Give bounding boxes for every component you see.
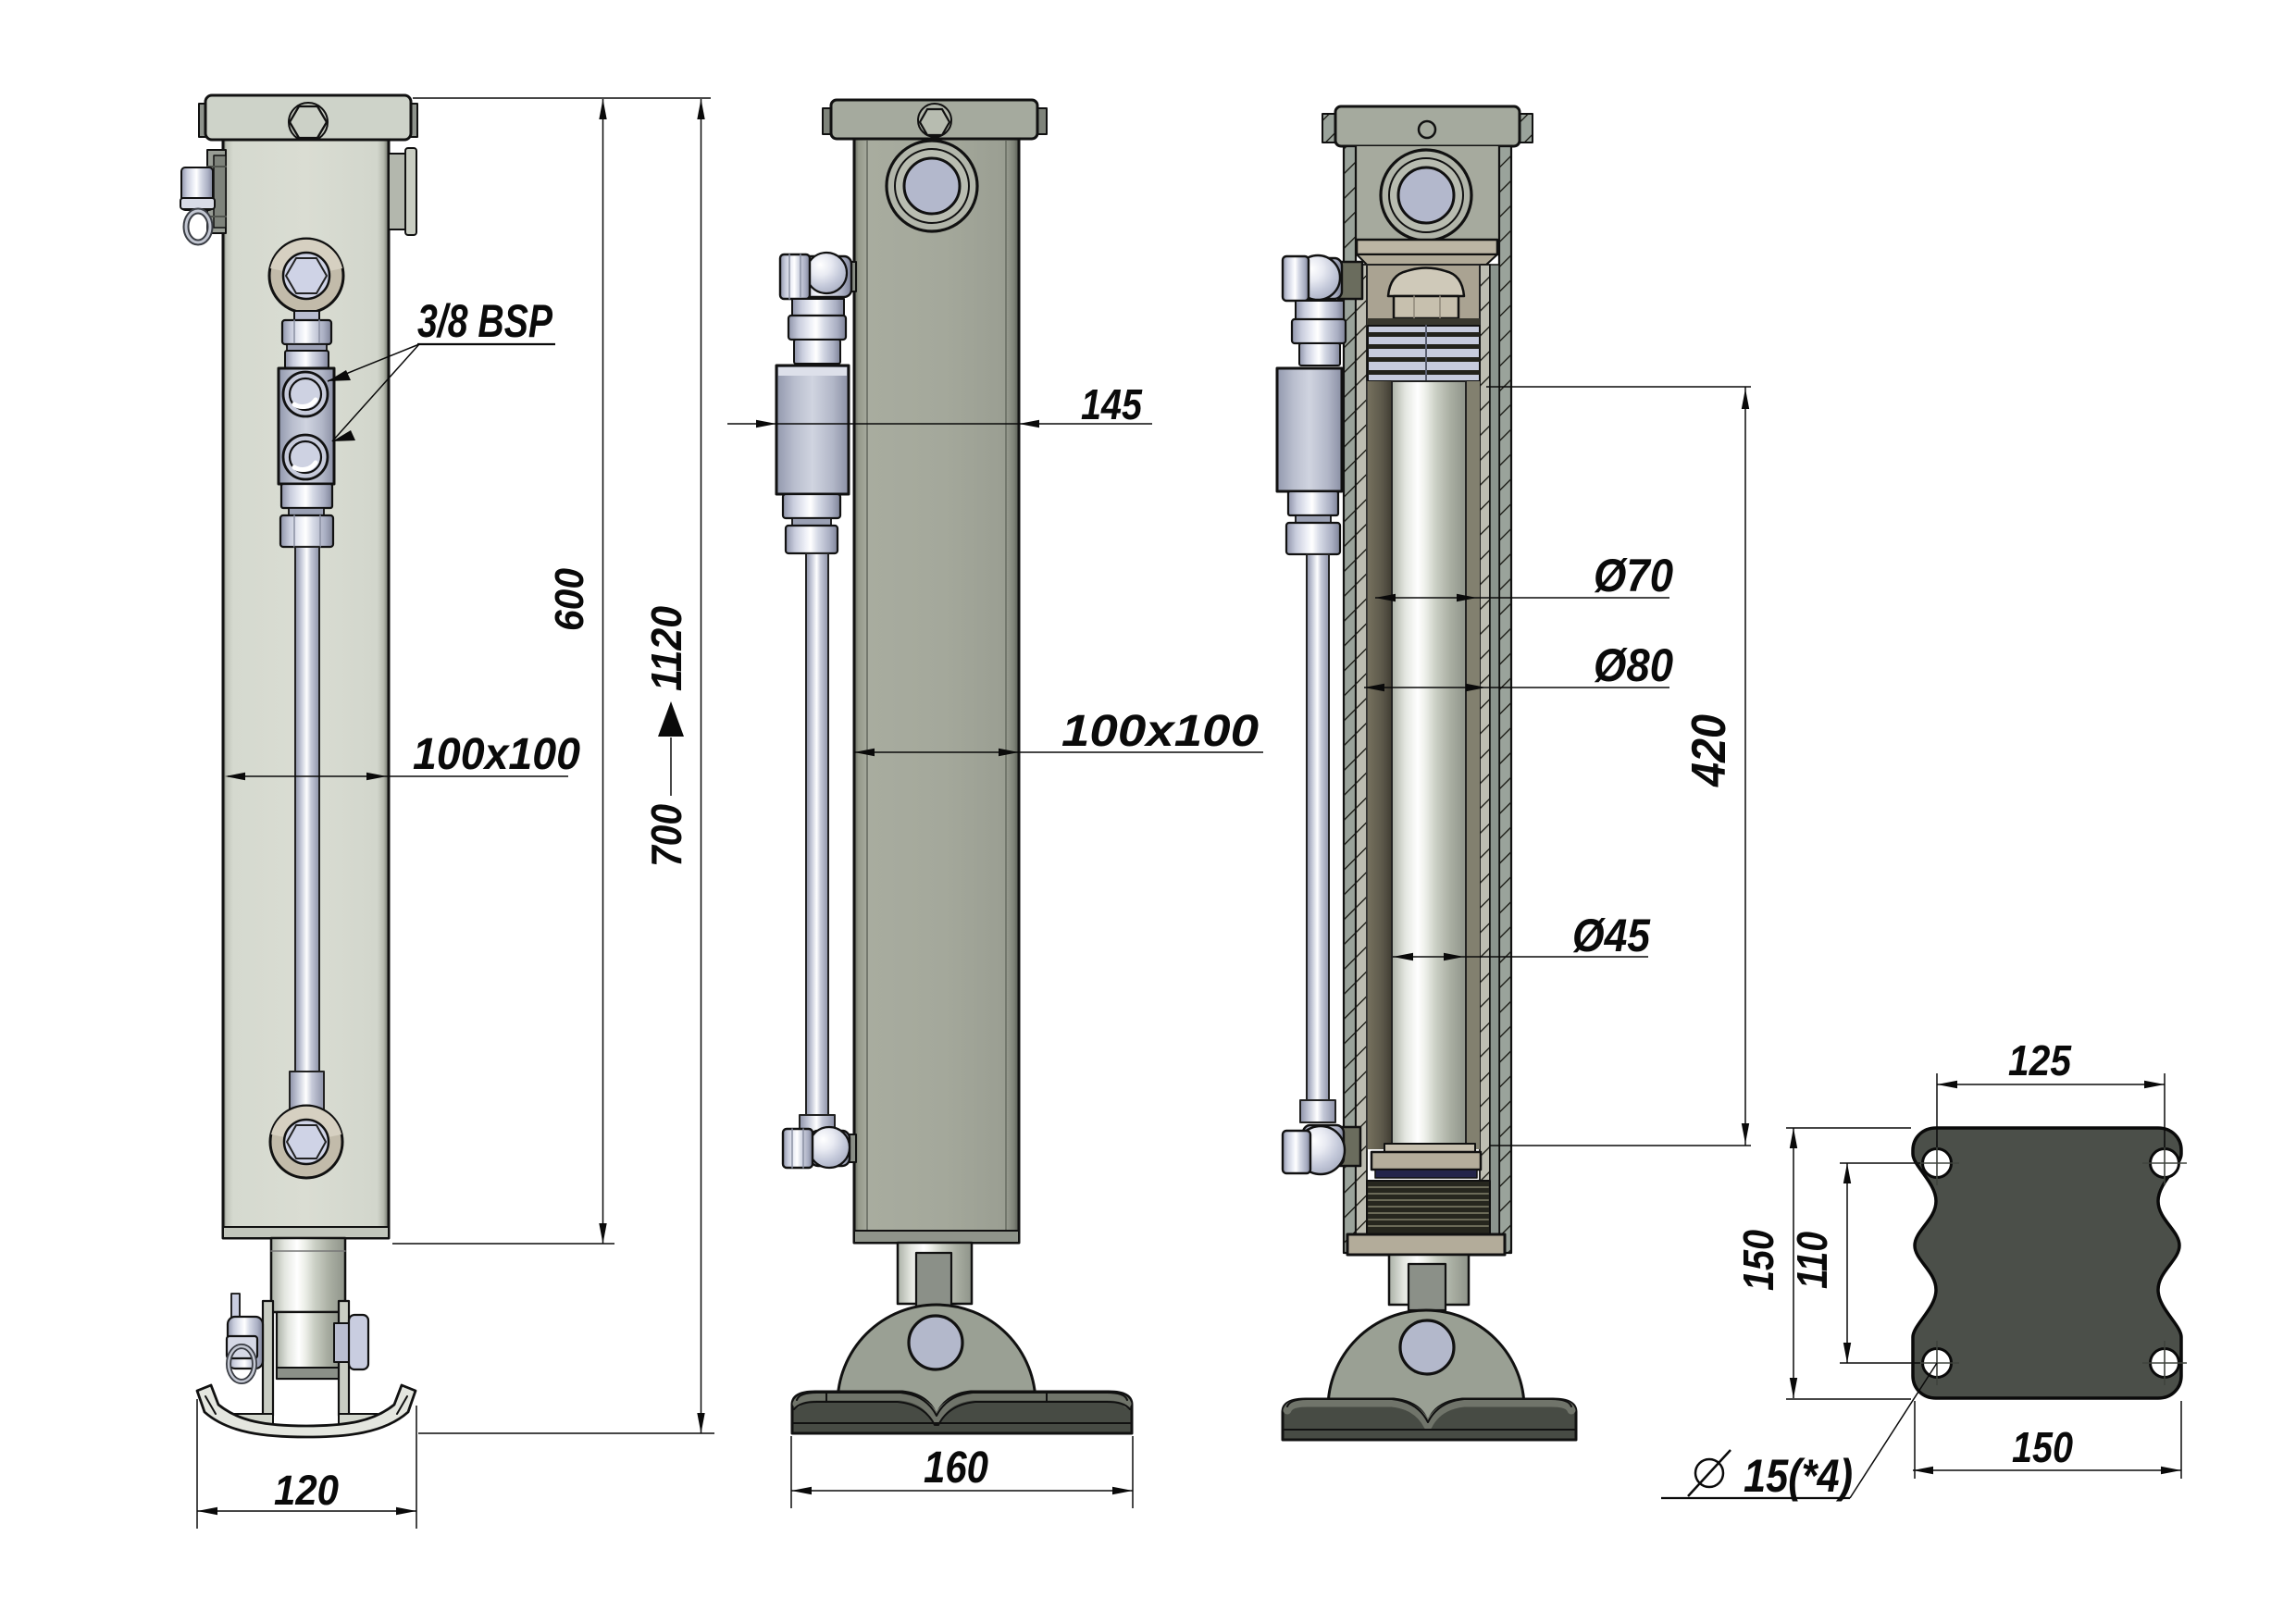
svg-text:145: 145: [1081, 380, 1143, 428]
svg-text:100x100: 100x100: [413, 730, 580, 779]
svg-text:Ø70: Ø70: [1594, 550, 1673, 601]
svg-text:150: 150: [1734, 1230, 1782, 1291]
svg-text:110: 110: [1788, 1232, 1836, 1289]
svg-text:Ø80: Ø80: [1594, 639, 1673, 691]
svg-text:700: 700: [642, 804, 690, 867]
svg-text:100x100: 100x100: [1061, 707, 1259, 756]
svg-text:600: 600: [547, 568, 592, 631]
svg-text:160: 160: [924, 1443, 988, 1493]
svg-text:420: 420: [1682, 714, 1736, 787]
svg-text:15(*4): 15(*4): [1744, 1450, 1853, 1502]
svg-text:120: 120: [274, 1467, 339, 1514]
svg-text:Ø45: Ø45: [1572, 910, 1651, 961]
svg-text:125: 125: [2008, 1036, 2072, 1084]
svg-text:150: 150: [2012, 1423, 2073, 1471]
svg-text:3/8 BSP: 3/8 BSP: [417, 295, 553, 347]
svg-text:1120: 1120: [642, 606, 690, 691]
